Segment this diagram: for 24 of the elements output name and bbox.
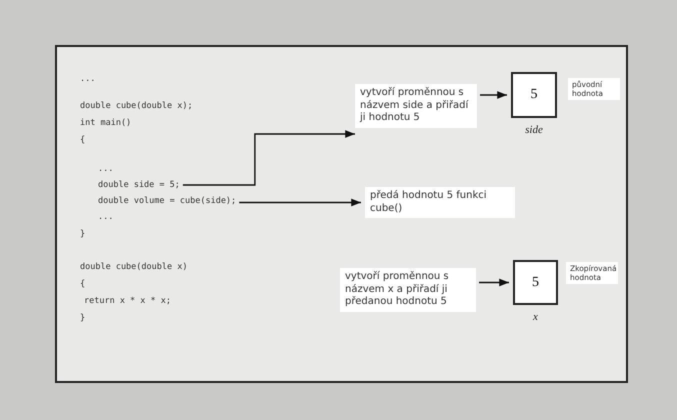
annotation-note: vytvoří proměnnou s názvem x a přiřadí ji předanou hodnotu 5 <box>340 268 476 312</box>
code-line: } <box>80 228 86 240</box>
code-line: return x * x * x; <box>84 295 171 307</box>
code-line: ... <box>98 211 114 223</box>
code-line: double cube(double x) <box>80 261 188 273</box>
code-line: int main() <box>80 117 132 129</box>
code-line: double cube(double x); <box>80 100 193 112</box>
code-line: double side = 5; <box>98 179 180 191</box>
code-line: } <box>80 312 86 324</box>
code-line: ... <box>80 73 96 85</box>
arrow <box>480 91 507 99</box>
variable-box: 5 <box>513 260 558 305</box>
code-line: { <box>80 134 86 146</box>
code-line: ... <box>98 163 114 175</box>
code-line: { <box>80 278 86 290</box>
code-line: double volume = cube(side); <box>98 195 236 207</box>
arrow <box>182 130 355 186</box>
annotation-note: předá hodnotu 5 funkci cube() <box>365 187 515 218</box>
arrow <box>479 278 509 286</box>
arrow <box>239 198 361 206</box>
variable-name: side <box>525 124 543 136</box>
variable-box: 5 <box>511 72 557 118</box>
variable-name: x <box>533 311 538 323</box>
annotation-note: vytvoří proměnnou s názvem side a přiřadí ji hodnotu 5 <box>355 84 477 128</box>
